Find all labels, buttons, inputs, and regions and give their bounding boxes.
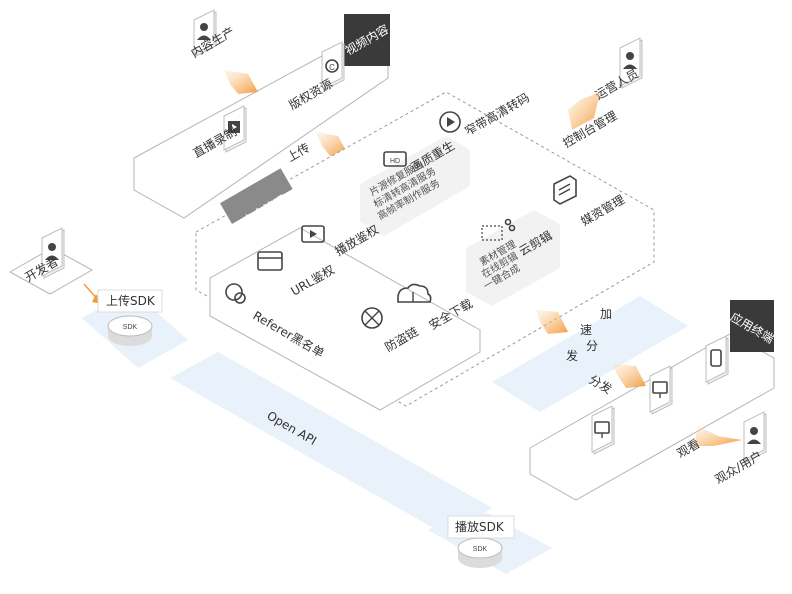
svg-text:C: C — [329, 63, 335, 72]
open-api-band — [170, 352, 492, 534]
cloud-download-icon — [397, 283, 432, 303]
upload-arrow — [316, 132, 348, 156]
monitor-icon — [594, 421, 610, 438]
media-asset-icon — [553, 175, 577, 205]
security-plate — [209, 227, 481, 411]
acceleration-char-2: 速 — [580, 323, 592, 337]
operator-card — [619, 37, 643, 89]
narrowband-hd-icon — [439, 111, 461, 133]
anti-leech-icon — [361, 307, 383, 329]
phone-card — [705, 335, 729, 385]
monitor-card-1 — [649, 365, 673, 415]
console-arrow — [568, 92, 600, 130]
acceleration-char-4: 发 — [566, 348, 578, 363]
user-icon — [747, 427, 761, 444]
upload-sdk-badge: SDK — [123, 324, 138, 331]
user-icon — [197, 23, 211, 40]
audience-card — [743, 411, 767, 463]
security-title-bg — [220, 168, 293, 225]
hd-screen-icon: HD — [383, 151, 407, 167]
content-production-card — [193, 9, 217, 57]
monitor-card-2 — [591, 405, 615, 455]
referer-icon — [225, 283, 246, 304]
recording-icon — [228, 121, 240, 133]
user-icon — [623, 52, 637, 69]
play-sdk-badge: SDK — [473, 546, 488, 553]
acceleration-arrow — [536, 310, 568, 334]
content-production-arrow — [224, 70, 258, 94]
live-recording-card — [223, 105, 247, 153]
video-content-title-bg — [344, 14, 390, 66]
acceleration-char-1: 加 — [600, 307, 612, 321]
developer-card — [41, 227, 65, 279]
acceleration-band — [492, 296, 688, 412]
distribute-arrow — [612, 364, 646, 388]
url-auth-icon — [257, 251, 283, 271]
playback-auth-icon — [301, 225, 325, 243]
picture-rebirth-box — [360, 136, 470, 236]
audience-label: 观众/用户 — [712, 448, 765, 487]
upload-sdk-label-bg — [97, 289, 163, 313]
play-sdk-label: 播放SDK — [455, 519, 505, 534]
copyright-icon: C — [325, 59, 339, 73]
upload-sdk-disc: SDK — [107, 315, 153, 346]
scissors-icon — [481, 218, 516, 241]
cloud-clipping-box — [466, 210, 560, 306]
acceleration-char-3: 分 — [586, 339, 598, 353]
play-sdk-disc: SDK — [457, 537, 503, 568]
user-icon — [45, 243, 59, 260]
svg-text:HD: HD — [390, 158, 400, 165]
application-title-bg — [730, 300, 774, 352]
phone-icon — [710, 349, 722, 367]
monitor-icon — [652, 381, 668, 398]
copyright-card: C — [321, 41, 345, 91]
watch-arrow — [694, 426, 742, 446]
operator-label: 运营人员 — [593, 66, 642, 102]
upload-sdk-label: 上传SDK — [106, 293, 156, 308]
